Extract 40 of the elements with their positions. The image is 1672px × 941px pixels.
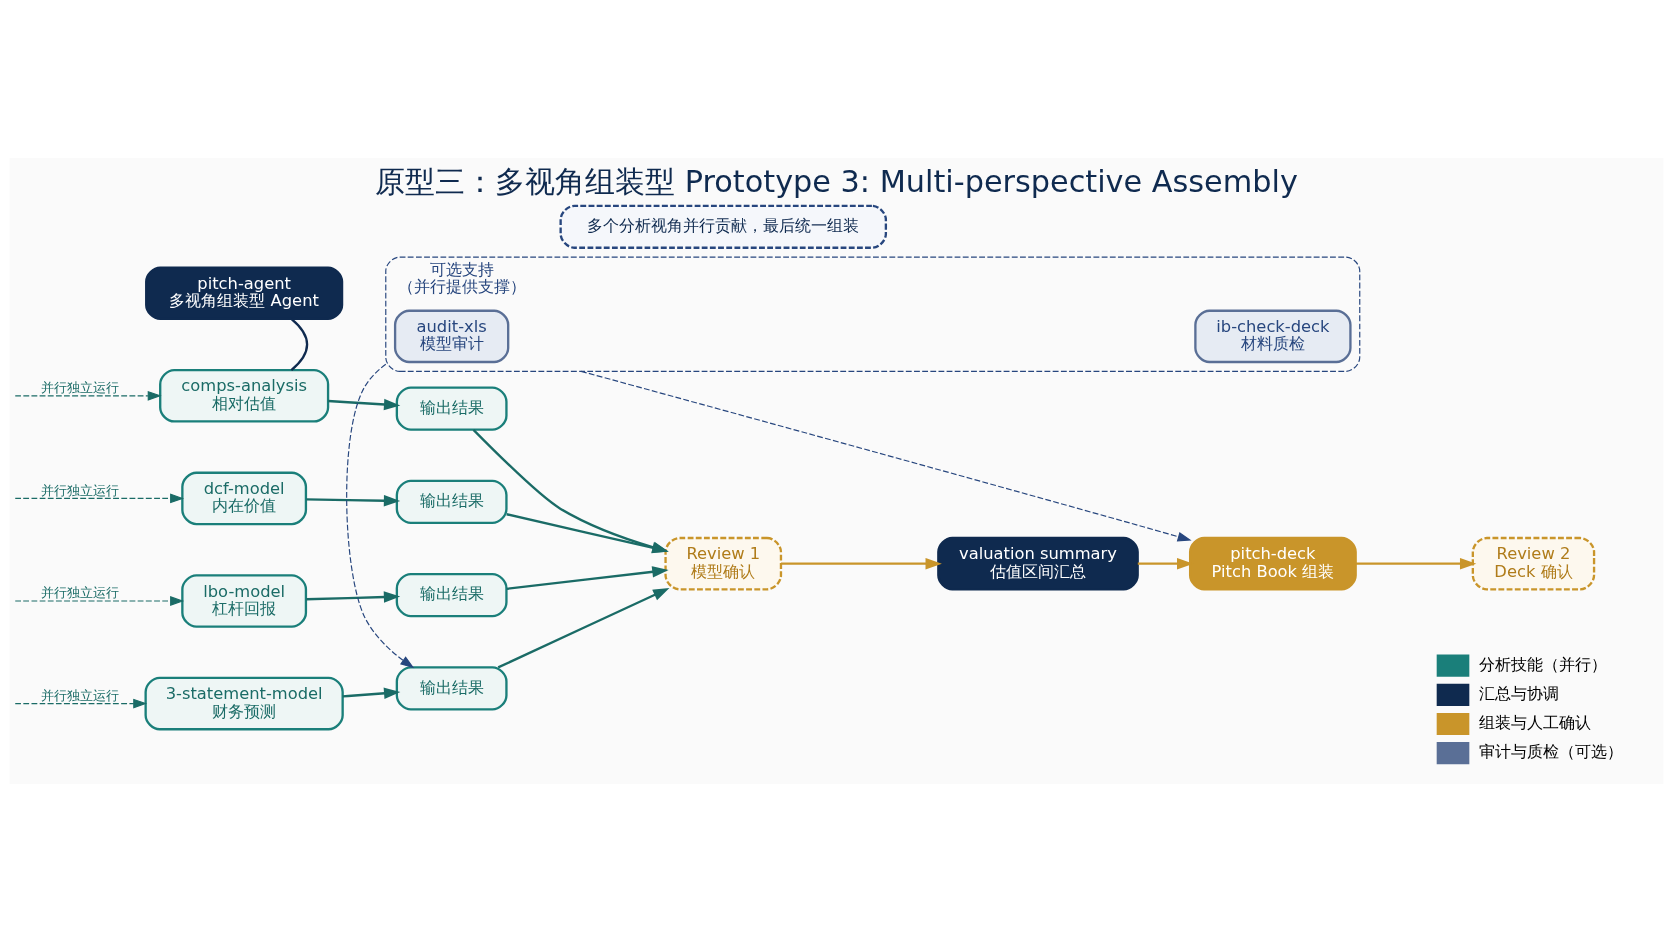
- arrow: [342, 687, 400, 699]
- arrow: [14, 390, 162, 401]
- edge-label: 并行独立运行: [40, 379, 119, 395]
- node-box: Review 2 Deck 确认: [1471, 536, 1595, 590]
- arrow: [305, 590, 400, 603]
- node-box: 多个分析视角并行贡献，最后统一组装: [558, 204, 887, 249]
- connector: [290, 317, 308, 371]
- edge-label: 并行独立运行: [40, 584, 119, 600]
- node-box: 输出结果: [395, 479, 508, 524]
- arrow: [14, 698, 147, 708]
- node-box: pitch-agent 多视角组装型 Agent: [144, 265, 343, 320]
- node-box: Review 1 模型确认: [663, 536, 782, 590]
- node-box: audit-xls 模型审计: [393, 309, 509, 363]
- node-box: ib-check-deck 材料质检: [1193, 309, 1352, 363]
- node-box: lbo-model 杠杆回报: [180, 573, 307, 628]
- legend-label: 汇总与协调: [1478, 683, 1559, 703]
- node-box: valuation summary 估值区间汇总: [936, 536, 1139, 590]
- arrow: [580, 370, 1192, 541]
- arrow: [345, 363, 414, 668]
- arrow: [14, 595, 184, 606]
- arrow: [327, 398, 400, 410]
- node-box: comps-analysis 相对估值: [158, 368, 329, 423]
- node-box: 输出结果: [395, 572, 508, 617]
- arrow: [506, 565, 669, 590]
- arrow: [14, 493, 184, 503]
- node-box: dcf-model 内在价值: [180, 471, 307, 525]
- arrow: [780, 557, 942, 569]
- arrow: [497, 587, 669, 668]
- node-box: 输出结果: [395, 386, 508, 431]
- diagram-title: 原型三：多视角组装型 Prototype 3: Multi-perspective Assembly: [374, 163, 1298, 199]
- arrow: [305, 494, 400, 506]
- edge-label: 并行独立运行: [40, 687, 119, 703]
- node-box: pitch-deck Pitch Book 组装: [1188, 536, 1357, 590]
- legend-label: 分析技能（并行）: [1478, 654, 1607, 674]
- node-box: 3-statement-model 财务预测: [143, 676, 344, 730]
- legend-label: 组装与人工确认: [1478, 712, 1591, 732]
- node-box: 输出结果: [395, 665, 508, 711]
- edge-label: 并行独立运行: [40, 482, 119, 498]
- legend-label: 审计与质检（可选）: [1478, 741, 1623, 761]
- arrow: [1355, 557, 1476, 569]
